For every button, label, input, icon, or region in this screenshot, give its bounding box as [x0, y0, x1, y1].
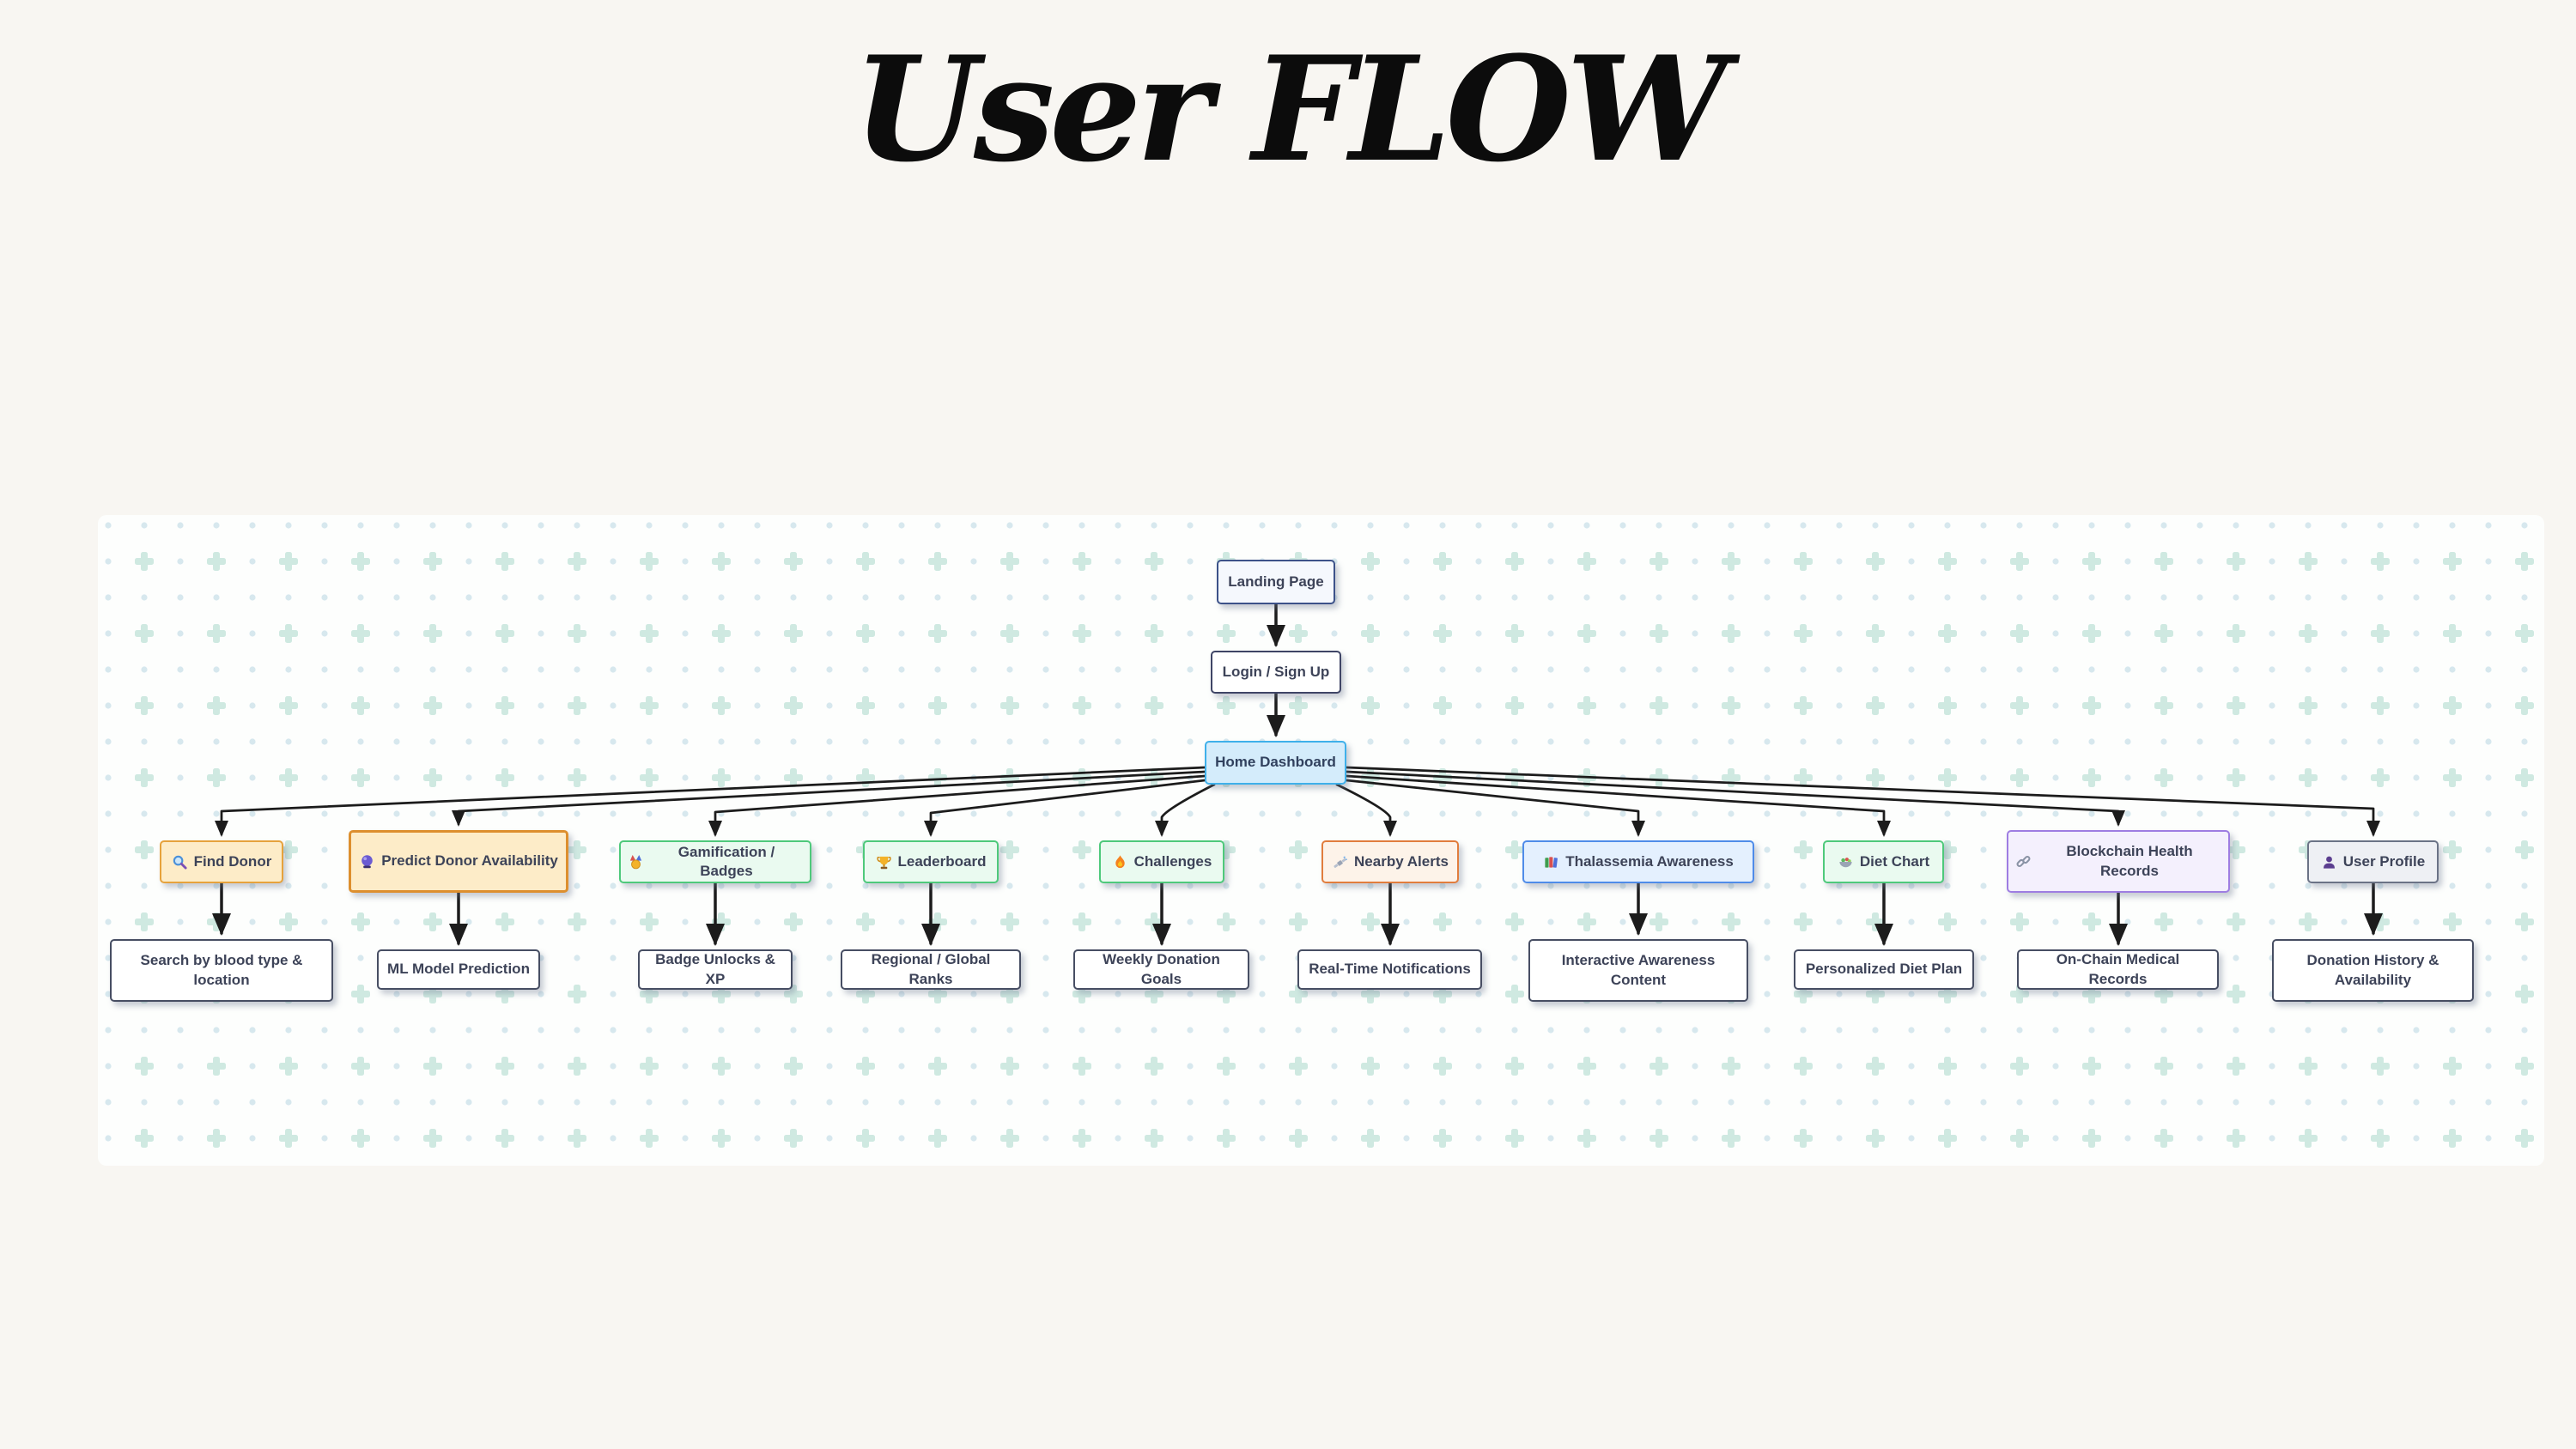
- node-label: Search by blood type & location: [140, 952, 303, 988]
- node-label: Personalized Diet Plan: [1805, 961, 1963, 978]
- flow-node-user-profile: User Profile: [2307, 840, 2439, 883]
- flow-node-search-by-blood-type: Search by blood type & location: [110, 939, 333, 1002]
- books-icon: [1543, 854, 1559, 870]
- flow-node-regional-global-ranks: Regional / Global Ranks: [841, 949, 1021, 990]
- node-label: Real-Time Notifications: [1309, 961, 1471, 978]
- node-label: Nearby Alerts: [1354, 852, 1449, 870]
- page-title: User FLOW: [853, 24, 1728, 194]
- flow-node-real-time-notifications: Real-Time Notifications: [1297, 949, 1482, 990]
- node-label: Challenges: [1133, 852, 1212, 870]
- node-label: Find Donor: [193, 852, 272, 870]
- node-label: Login / Sign Up: [1222, 663, 1330, 680]
- node-label: Home Dashboard: [1215, 754, 1336, 771]
- flow-canvas: Landing Page Login / Sign Up Home Dashbo…: [98, 515, 2544, 1166]
- flow-node-interactive-awareness-content: Interactive Awareness Content: [1528, 939, 1748, 1002]
- node-label: Interactive Awareness Content: [1561, 952, 1716, 988]
- flow-node-blockchain-health-records: Blockchain Health Records: [2007, 830, 2230, 893]
- flow-node-thalassemia-awareness: Thalassemia Awareness: [1522, 840, 1754, 883]
- flow-node-landing-page: Landing Page: [1217, 560, 1335, 604]
- flow-node-diet-chart: Diet Chart: [1823, 840, 1944, 883]
- flow-node-gamification-badges: Gamification / Badges: [619, 840, 811, 883]
- trophy-icon: [876, 854, 892, 870]
- node-label: Landing Page: [1228, 573, 1324, 590]
- node-label: ML Model Prediction: [387, 961, 530, 978]
- node-label: Predict Donor Availability: [381, 852, 558, 870]
- flow-node-predict-donor-availability: Predict Donor Availability: [349, 830, 568, 893]
- flow-node-login-signup: Login / Sign Up: [1211, 651, 1341, 694]
- flow-node-badge-unlocks-xp: Badge Unlocks & XP: [638, 949, 793, 990]
- medal-icon: [628, 854, 644, 870]
- node-label: Donation History & Availability: [2306, 952, 2439, 988]
- flow-node-home-dashboard: Home Dashboard: [1205, 741, 1346, 785]
- node-label: User Profile: [2342, 852, 2426, 870]
- node-label: On-Chain Medical Records: [2056, 951, 2180, 987]
- flow-node-leaderboard: Leaderboard: [863, 840, 999, 883]
- salad-icon: [1838, 854, 1854, 870]
- node-label: Weekly Donation Goals: [1103, 951, 1220, 987]
- flow-node-nearby-alerts: Nearby Alerts: [1321, 840, 1459, 883]
- person-icon: [2321, 854, 2337, 870]
- flow-node-personalized-diet-plan: Personalized Diet Plan: [1794, 949, 1974, 990]
- node-label: Gamification / Badges: [677, 843, 775, 879]
- crystal-ball-icon: [359, 853, 375, 870]
- node-label: Blockchain Health Records: [2066, 843, 2193, 879]
- fire-icon: [1112, 854, 1128, 870]
- flow-node-donation-history-availability: Donation History & Availability: [2272, 939, 2474, 1002]
- satellite-icon: [1332, 854, 1348, 870]
- flow-node-challenges: Challenges: [1099, 840, 1224, 883]
- magnifier-icon: [172, 854, 188, 870]
- link-icon: [2015, 853, 2032, 870]
- flow-node-find-donor: Find Donor: [160, 840, 283, 883]
- node-label: Thalassemia Awareness: [1565, 852, 1734, 870]
- node-label: Leaderboard: [897, 852, 987, 870]
- node-label: Regional / Global Ranks: [871, 951, 991, 987]
- flow-node-ml-model-prediction: ML Model Prediction: [377, 949, 540, 990]
- node-label: Badge Unlocks & XP: [655, 951, 775, 987]
- node-label: Diet Chart: [1859, 852, 1930, 870]
- flow-node-on-chain-medical-records: On-Chain Medical Records: [2017, 949, 2219, 990]
- flow-node-weekly-donation-goals: Weekly Donation Goals: [1073, 949, 1249, 990]
